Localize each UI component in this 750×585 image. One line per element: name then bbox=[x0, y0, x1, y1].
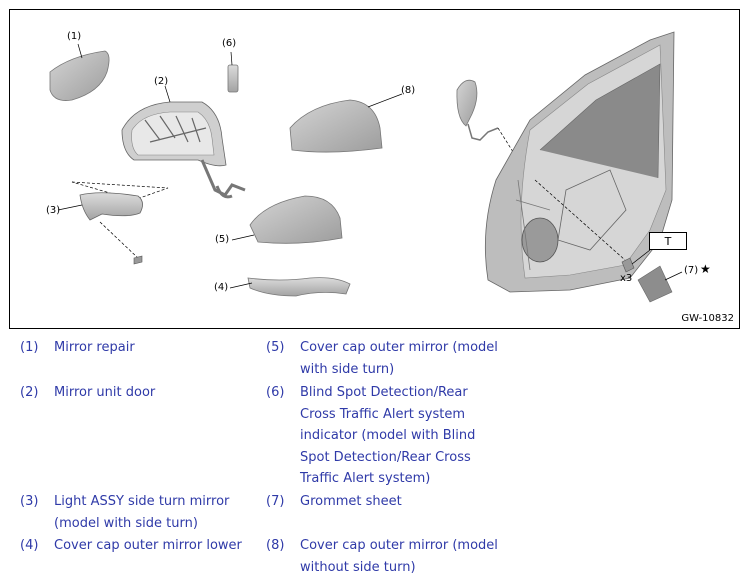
legend-label: Grommet sheet bbox=[300, 494, 402, 509]
legend-number: (4) bbox=[20, 538, 39, 553]
bolt-count: x3 bbox=[620, 273, 633, 284]
legend-number: (5) bbox=[266, 340, 285, 355]
mirror-unit-door-part bbox=[121, 101, 246, 199]
door-panel-part bbox=[484, 31, 675, 293]
mirror-repair-part bbox=[49, 50, 110, 101]
callout-3: (3) bbox=[46, 205, 61, 216]
bsd-indicator-part bbox=[227, 64, 239, 93]
parts-illustration bbox=[49, 31, 683, 303]
callout-4: (4) bbox=[214, 282, 229, 293]
callout-7: (7) bbox=[684, 265, 699, 276]
legend-number: (1) bbox=[20, 340, 39, 355]
exploded-parts-diagram: (1) (2) (3) (4) (5) (6) (7) ★ (8) T x3 G… bbox=[9, 9, 740, 329]
torque-box: T bbox=[649, 232, 687, 250]
legend-label: Blind Spot Detection/Rear Cross Traffic … bbox=[300, 385, 476, 486]
star-mark: ★ bbox=[700, 262, 711, 276]
legend-label: Cover cap outer mirror lower bbox=[54, 538, 242, 553]
legend-label: Cover cap outer mirror (model with side … bbox=[300, 340, 498, 377]
legend-label: Cover cap outer mirror (model without si… bbox=[300, 538, 498, 575]
legend-number: (2) bbox=[20, 385, 39, 400]
cover-cap-lower-part bbox=[247, 277, 351, 297]
legend-number: (8) bbox=[266, 538, 285, 553]
legend-number: (7) bbox=[266, 494, 285, 509]
figure-code: GW-10832 bbox=[681, 313, 734, 324]
legend-label: Mirror unit door bbox=[54, 385, 156, 400]
callout-2: (2) bbox=[154, 76, 169, 87]
door-bolt-part bbox=[621, 257, 635, 273]
cover-cap-no-side-turn-part bbox=[289, 99, 383, 153]
door-mirror-base-part bbox=[456, 79, 478, 127]
legend-label: Mirror repair bbox=[54, 340, 135, 355]
grommet-sheet-part bbox=[637, 265, 673, 303]
callout-6: (6) bbox=[222, 38, 237, 49]
legend-number: (6) bbox=[266, 385, 285, 400]
legend-number: (3) bbox=[20, 494, 39, 509]
cover-cap-side-turn-part bbox=[249, 195, 343, 244]
legend-label: Light ASSY side turn mirror (model with … bbox=[54, 494, 230, 531]
callout-1: (1) bbox=[67, 31, 82, 42]
callout-5: (5) bbox=[215, 234, 230, 245]
callout-8: (8) bbox=[401, 85, 416, 96]
screw-part bbox=[133, 255, 143, 265]
side-turn-light-part bbox=[79, 192, 143, 221]
